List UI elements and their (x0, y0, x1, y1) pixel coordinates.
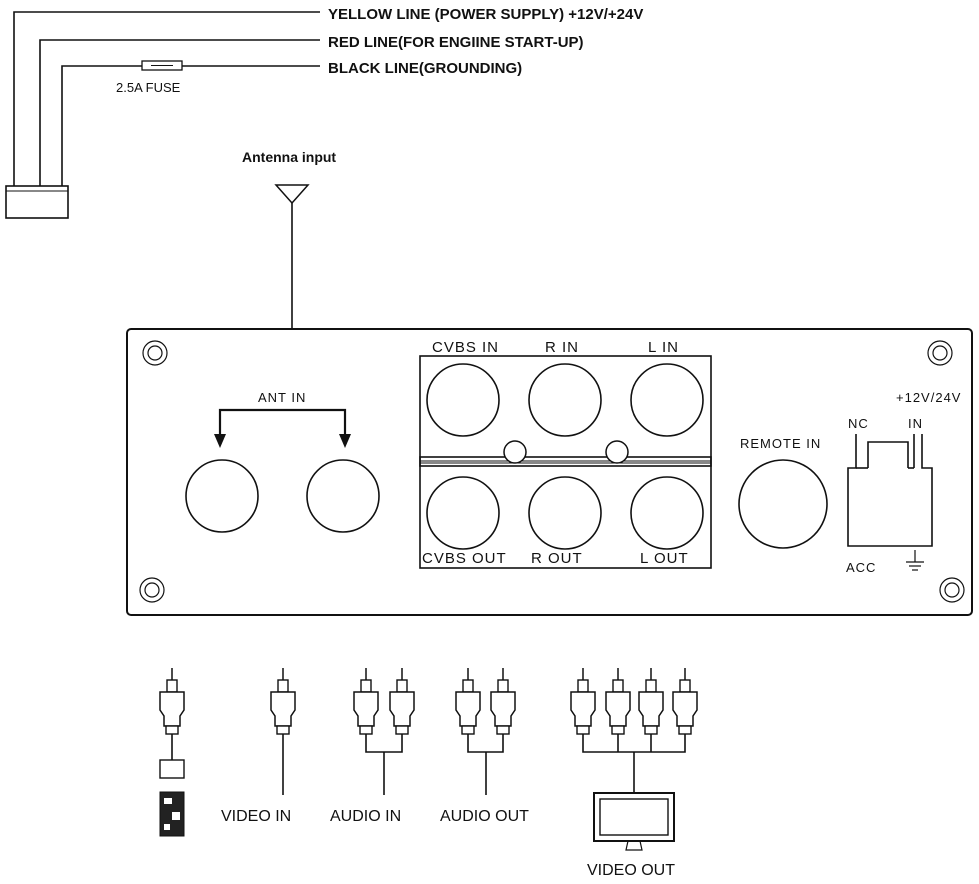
screw-icon (142, 340, 168, 366)
audio-in-cable: AUDIO IN (330, 667, 415, 825)
r-out-jack (528, 476, 602, 550)
black-line-label: BLACK LINE(GROUNDING) (328, 60, 522, 77)
l-in-label: L IN (648, 339, 679, 356)
fuse-label: 2.5A FUSE (116, 80, 181, 95)
acc-label: ACC (846, 560, 876, 575)
l-in-jack (630, 363, 704, 437)
ant-in-jack-1 (185, 459, 259, 533)
in-label: IN (908, 416, 923, 431)
cvbs-in-label: CVBS IN (432, 339, 499, 356)
screw-icon (139, 577, 165, 603)
video-out-label: VIDEO OUT (587, 862, 675, 879)
r-in-label: R IN (545, 339, 579, 356)
r-out-label: R OUT (531, 550, 583, 567)
audio-in-label: AUDIO IN (330, 808, 401, 825)
arrow-down-icon (214, 434, 226, 448)
cvbs-in-jack (426, 363, 500, 437)
ant-in-label: ANT IN (258, 390, 306, 405)
r-in-jack (528, 363, 602, 437)
video-in-cable: VIDEO IN (221, 667, 296, 825)
remote-in-label: REMOTE IN (740, 436, 821, 451)
l-out-label: L OUT (640, 550, 689, 567)
antenna-input-label: Antenna input (242, 149, 336, 165)
l-out-jack (630, 476, 704, 550)
power-terminal-block (847, 434, 933, 547)
arrow-down-icon (339, 434, 351, 448)
power-voltage-label: +12V/24V (896, 390, 961, 405)
antenna-icon (274, 184, 310, 205)
video-in-label: VIDEO IN (221, 808, 291, 825)
audio-out-label: AUDIO OUT (440, 808, 529, 825)
power-cable: YELLOW LINE (POWER SUPPLY) +12V/+24V RED… (5, 6, 643, 219)
device-rear-panel: ANT IN CVBS IN R IN L IN CVBS OUT R OUT … (126, 328, 973, 616)
yellow-line-label: YELLOW LINE (POWER SUPPLY) +12V/+24V (328, 6, 643, 23)
remote-in-jack (738, 459, 828, 549)
nc-label: NC (848, 416, 869, 431)
screw-icon (927, 340, 953, 366)
ground-icon (906, 550, 924, 571)
cvbs-out-jack (426, 476, 500, 550)
red-line-label: RED LINE(FOR ENGIINE START-UP) (328, 34, 584, 51)
video-out-cable: VIDEO OUT (570, 667, 698, 879)
remote-cable (159, 667, 185, 837)
screw-icon (939, 577, 965, 603)
cvbs-out-label: CVBS OUT (422, 550, 507, 567)
audio-out-cable: AUDIO OUT (440, 667, 529, 825)
monitor-icon (593, 792, 675, 851)
ant-in-jack-2 (306, 459, 380, 533)
